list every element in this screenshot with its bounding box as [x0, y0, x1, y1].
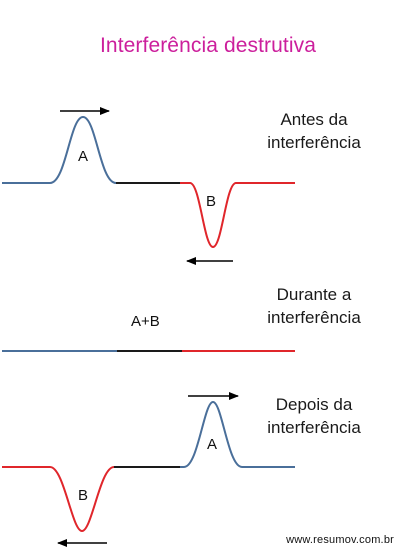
pulse-b-wave-before [180, 182, 295, 249]
caption-during-line-1: Durante a [276, 285, 352, 304]
pulse-b-wave-after [2, 466, 115, 533]
caption-during-line-2: interferência [267, 308, 361, 327]
caption-after-line-2: interferência [267, 418, 361, 437]
watermark: www.resumov.com.br [286, 534, 394, 546]
sum-label-during: A+B [131, 313, 160, 330]
diagram-title: Interferência destrutiva [99, 34, 316, 57]
pulse-a-label-before: A [78, 148, 89, 165]
pulse-a-wave-after [180, 400, 295, 468]
caption-before-line-1: Antes da [280, 110, 348, 129]
pulse-b-label-after: B [78, 487, 89, 504]
caption-during-interference: Durante a interferência [244, 283, 384, 329]
caption-before-interference: Antes da interferência [244, 108, 384, 154]
pulse-a-label-after: A [207, 436, 218, 453]
caption-after-interference: Depois da interferência [244, 393, 384, 439]
pulse-a-wave-before [2, 115, 117, 184]
pulse-b-label-before: B [206, 193, 217, 210]
caption-before-line-2: interferência [267, 133, 361, 152]
caption-after-line-1: Depois da [275, 395, 353, 414]
